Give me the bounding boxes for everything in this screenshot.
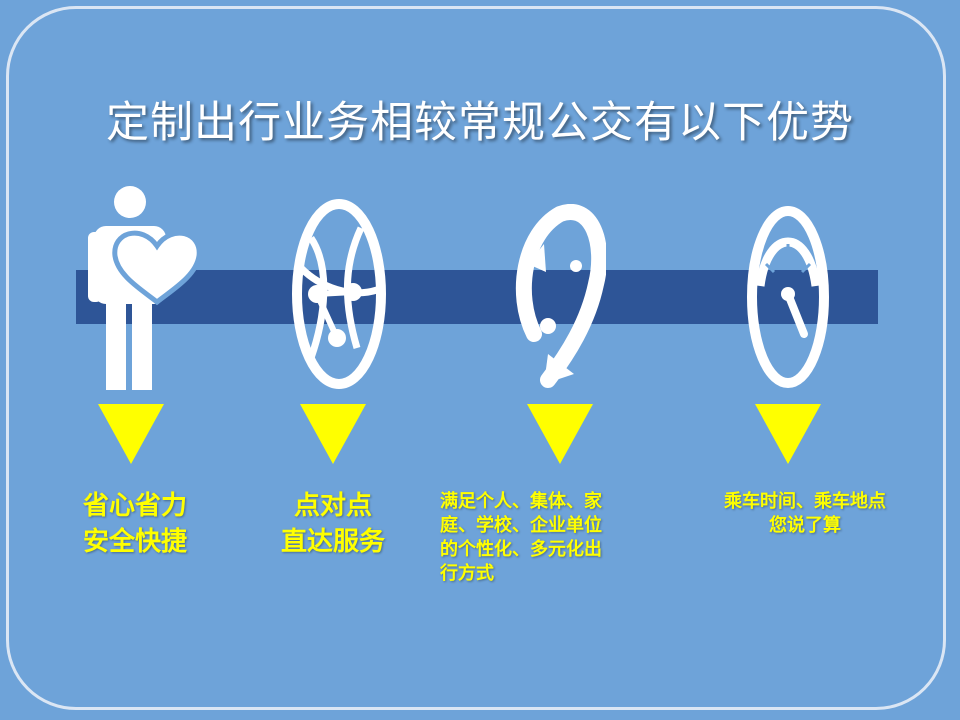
- person-heart-icon: [88, 186, 202, 390]
- benefit-label-3: 满足个人、集体、家 庭、学校、企业单位 的个性化、多元化出 行方式: [440, 491, 602, 584]
- benefit-label-4: 乘车时间、乘车地点 您说了算: [724, 491, 886, 536]
- down-arrow-3: [527, 404, 593, 464]
- down-arrow-2: [300, 404, 366, 464]
- slide-title: 定制出行业务相较常规公交有以下优势: [106, 98, 854, 148]
- network-globe-icon: [292, 199, 386, 389]
- benefit-label-1: 省心省力 安全快捷: [82, 491, 187, 557]
- down-arrow-1: [98, 404, 164, 464]
- speedometer-icon: [747, 206, 829, 388]
- refresh-cycle-icon: [515, 204, 606, 388]
- down-arrow-4: [755, 404, 821, 464]
- connector-band: [76, 270, 878, 324]
- slide-frame: [6, 6, 946, 710]
- benefit-label-2: 点对点 直达服务: [280, 491, 385, 557]
